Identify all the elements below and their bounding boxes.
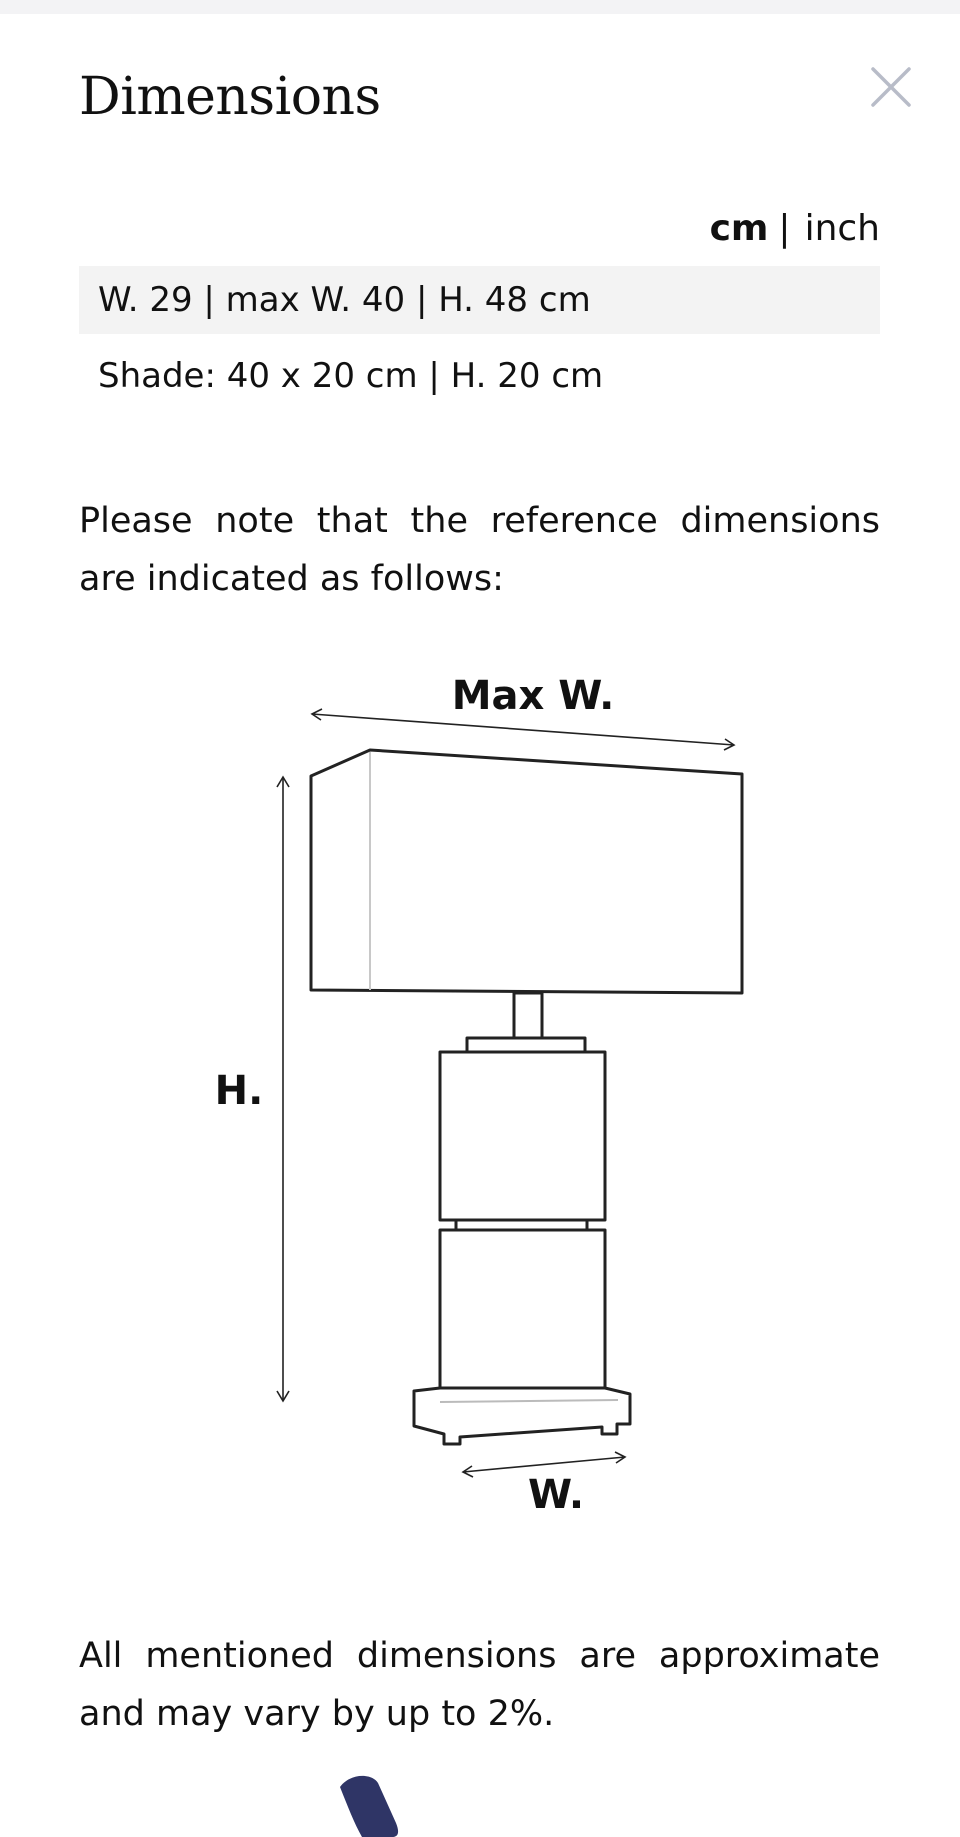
shade-dimensions-row: Shade: 40 x 20 cm | H. 20 cm: [98, 356, 604, 396]
lamp-illustration: [309, 748, 744, 1446]
lamp-dimension-diagram: Max W. H. W.: [215, 673, 744, 1518]
unit-separator: |: [778, 208, 791, 249]
width-label: W.: [528, 1472, 584, 1518]
page-title: Dimensions: [79, 67, 381, 127]
unit-cm-option[interactable]: cm: [709, 208, 769, 249]
unit-toggle: cm | inch: [710, 207, 880, 251]
reference-note: Please note that the reference dimension…: [79, 501, 880, 599]
main-dimensions-row: W. 29 | max W. 40 | H. 48 cm: [79, 266, 880, 334]
unit-inch-option[interactable]: inch: [804, 208, 880, 249]
lamp-base: [412, 1386, 632, 1446]
height-label: H.: [215, 1068, 264, 1114]
height-arrow: [276, 775, 290, 1403]
width-arrow: [461, 1451, 627, 1478]
max-width-arrow: [310, 708, 736, 751]
max-width-label: Max W.: [452, 673, 615, 719]
lamp-upper-block: [438, 1050, 607, 1222]
approximate-disclaimer: All mentioned dimensions are approximate…: [79, 1636, 880, 1734]
top-bar: [0, 0, 960, 14]
lamp-shade: [309, 748, 744, 995]
close-icon: [871, 67, 911, 107]
partial-product-image: [340, 1775, 399, 1837]
close-button[interactable]: [868, 64, 914, 110]
lamp-stem: [512, 991, 544, 1040]
lamp-lower-block: [438, 1228, 607, 1404]
